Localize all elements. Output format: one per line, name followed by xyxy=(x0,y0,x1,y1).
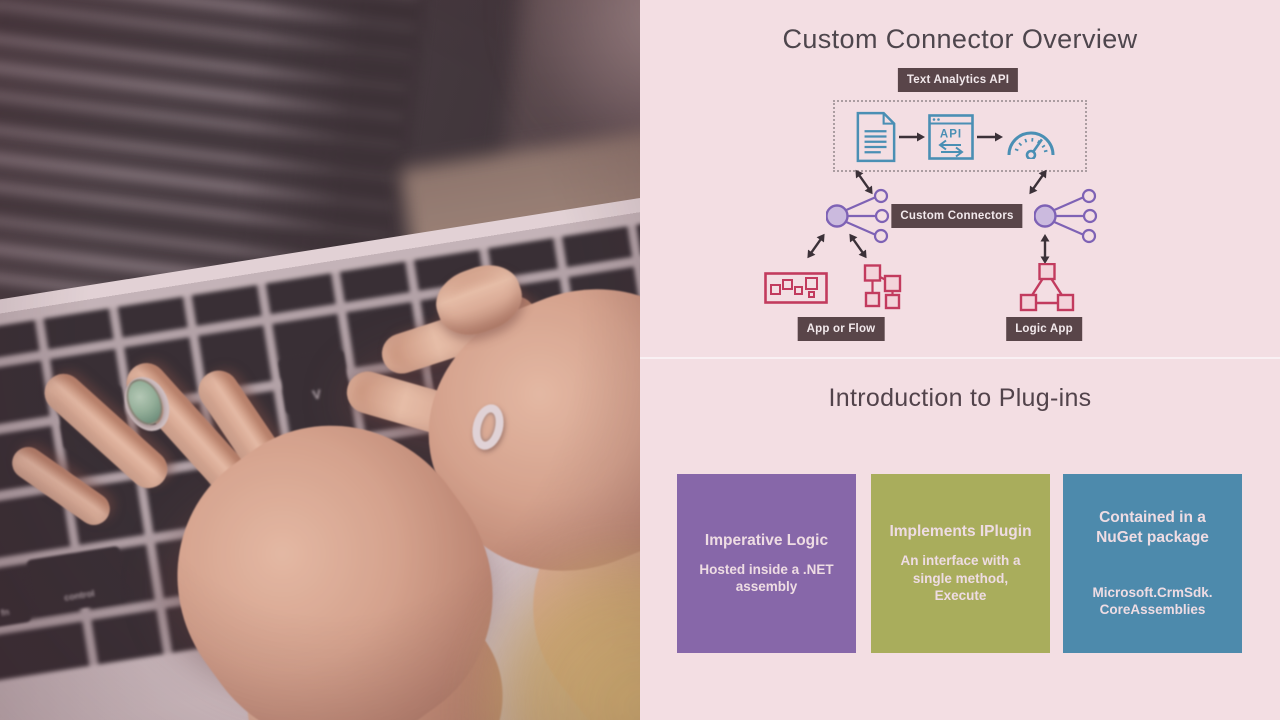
bokeh-light-patch xyxy=(520,0,640,160)
logic-app-icon xyxy=(1019,263,1075,312)
vignette-overlay xyxy=(0,0,640,720)
card-title: Implements IPlugin xyxy=(889,523,1032,541)
card-imperative-logic: Imperative Logic Hosted inside a .NET as… xyxy=(677,474,856,653)
plugins-heading: Introduction to Plug-ins xyxy=(828,384,1092,412)
arrow-connector-to-app xyxy=(807,233,825,259)
api-group-dotted-box xyxy=(833,100,1087,172)
card-title: Imperative Logic xyxy=(704,532,829,550)
arrow-connector-to-logic-app xyxy=(1040,234,1050,264)
laptop-typing-photo: Z V N control fn xyxy=(0,0,640,720)
card-body: An interface with a single method, Execu… xyxy=(900,553,1021,604)
logic-app-tag: Logic App xyxy=(1006,317,1082,341)
card-body: Microsoft.CrmSdk. CoreAssemblies xyxy=(1092,584,1213,618)
api-icon-label: API xyxy=(940,129,962,141)
app-board-icon xyxy=(764,272,828,304)
api-window-icon: API xyxy=(928,114,974,160)
custom-connectors-tag: Custom Connectors xyxy=(891,204,1023,228)
card-body: Hosted inside a .NET assembly xyxy=(699,561,834,595)
arrow-connector-to-flow xyxy=(849,233,867,259)
section-divider xyxy=(640,357,1280,359)
foreground-yellow-blur xyxy=(455,540,640,720)
text-analytics-api-tag: Text Analytics API xyxy=(897,68,1019,92)
document-icon xyxy=(856,111,896,163)
course-slide: Custom Connector Overview Text Analytics… xyxy=(640,0,1280,720)
gauge-icon xyxy=(1007,131,1055,159)
arrow-api-to-gauge xyxy=(977,132,1003,142)
custom-connector-icon-right xyxy=(1034,188,1098,244)
card-implements-iplugin: Implements IPlugin An interface with a s… xyxy=(871,474,1050,653)
flow-icon xyxy=(863,264,902,310)
overview-title: Custom Connector Overview xyxy=(782,24,1138,54)
custom-connector-icon-left xyxy=(826,188,890,244)
card-nuget-package: Contained in a NuGet package Microsoft.C… xyxy=(1063,474,1242,653)
arrow-box-to-right-connector xyxy=(1029,169,1047,195)
arrow-doc-to-api xyxy=(899,132,925,142)
arrow-box-to-left-connector xyxy=(855,169,873,195)
pink-tint-overlay xyxy=(0,0,640,720)
app-or-flow-tag: App or Flow xyxy=(797,317,885,341)
card-title: Contained in a NuGet package xyxy=(1096,509,1209,546)
